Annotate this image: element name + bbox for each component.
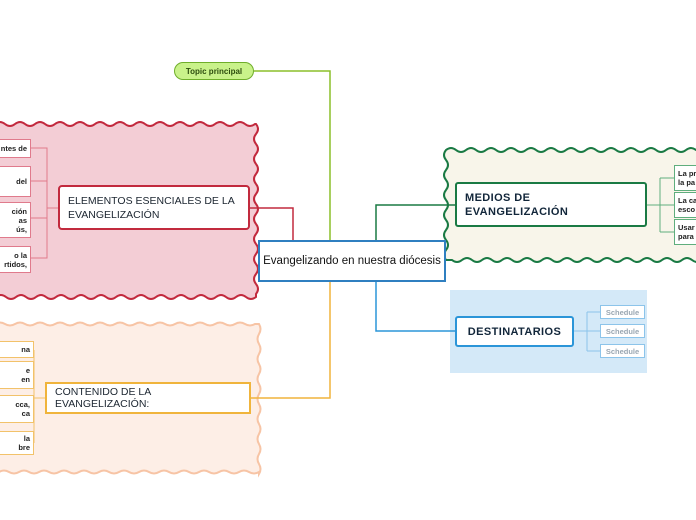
medios-evangelizacion-label: MEDIOS DE EVANGELIZACIÓN [465, 191, 569, 218]
elements-leaf-label: ntes de [0, 144, 27, 153]
medios-leaf[interactable]: La pr la pa [674, 165, 696, 191]
schedule-leaf-label: Schedule [605, 326, 640, 336]
schedule-leaf[interactable]: Schedule [600, 344, 645, 358]
medios-leaf-label: La pr la pa [678, 169, 696, 187]
elements-leaf-label: ción as ús, [11, 206, 27, 234]
contenido-evangelizacion-node[interactable]: CONTENIDO DE LA EVANGELIZACIÓN: [45, 382, 251, 414]
contenido-leaf[interactable]: cca, ca [0, 395, 34, 423]
medios-leaf-label: Usar para [678, 223, 695, 241]
medios-evangelizacion-node[interactable]: MEDIOS DE EVANGELIZACIÓN [455, 182, 647, 227]
contenido-leaf-label: e en [21, 366, 30, 384]
destinatarios-node[interactable]: DESTINATARIOS [455, 316, 574, 347]
connector-topic [254, 70, 331, 240]
elements-leaf[interactable]: ntes de [0, 139, 31, 158]
schedule-leaf[interactable]: Schedule [600, 305, 645, 319]
schedule-leaf-label: Schedule [605, 307, 640, 317]
connector-destinatarios [375, 282, 455, 332]
contenido-leaf[interactable]: na [0, 341, 34, 358]
contenido-leaf-label: la bre [18, 434, 30, 452]
central-topic-node[interactable]: Evangelizando en nuestra diócesis [258, 240, 446, 282]
connector-medios [375, 204, 455, 240]
contenido-evangelizacion-label: CONTENIDO DE LA EVANGELIZACIÓN: [55, 386, 151, 410]
contenido-leaf[interactable]: e en [0, 361, 34, 389]
central-topic-label: Evangelizando en nuestra diócesis [263, 255, 441, 267]
medios-leaf[interactable]: Usar para [674, 219, 696, 245]
connector-elements [250, 207, 294, 240]
elementos-esenciales-label: ELEMENTOS ESENCIALES DE LA EVANGELIZACIÓ… [68, 194, 235, 221]
contenido-leaf-label: cca, ca [15, 400, 30, 418]
contenido-leaf-label: na [21, 345, 30, 354]
medios-leaf-label: La ca esco [678, 196, 696, 214]
elementos-esenciales-node[interactable]: ELEMENTOS ESENCIALES DE LA EVANGELIZACIÓ… [58, 185, 250, 230]
medios-leaf-connectors [647, 177, 674, 233]
medios-leaf[interactable]: La ca esco [674, 192, 696, 218]
contenido-leaf[interactable]: la bre [0, 431, 34, 455]
connector-contenido [251, 282, 331, 399]
elements-leaf-connectors [31, 147, 58, 259]
schedule-leaf[interactable]: Schedule [600, 324, 645, 338]
elements-leaf[interactable]: ción as ús, [0, 202, 31, 238]
elements-leaf-label: del [16, 177, 27, 186]
topic-principal-label: Topic principal [185, 66, 243, 76]
destinatarios-label: DESTINATARIOS [467, 325, 562, 338]
destinatarios-leaf-connectors [574, 311, 600, 352]
schedule-leaf-label: Schedule [605, 346, 640, 356]
elements-leaf[interactable]: o la rtidos, [0, 246, 31, 273]
elements-leaf-label: o la rtidos, [4, 250, 27, 269]
elements-leaf[interactable]: del [0, 166, 31, 197]
topic-principal-node[interactable]: Topic principal [174, 62, 254, 80]
